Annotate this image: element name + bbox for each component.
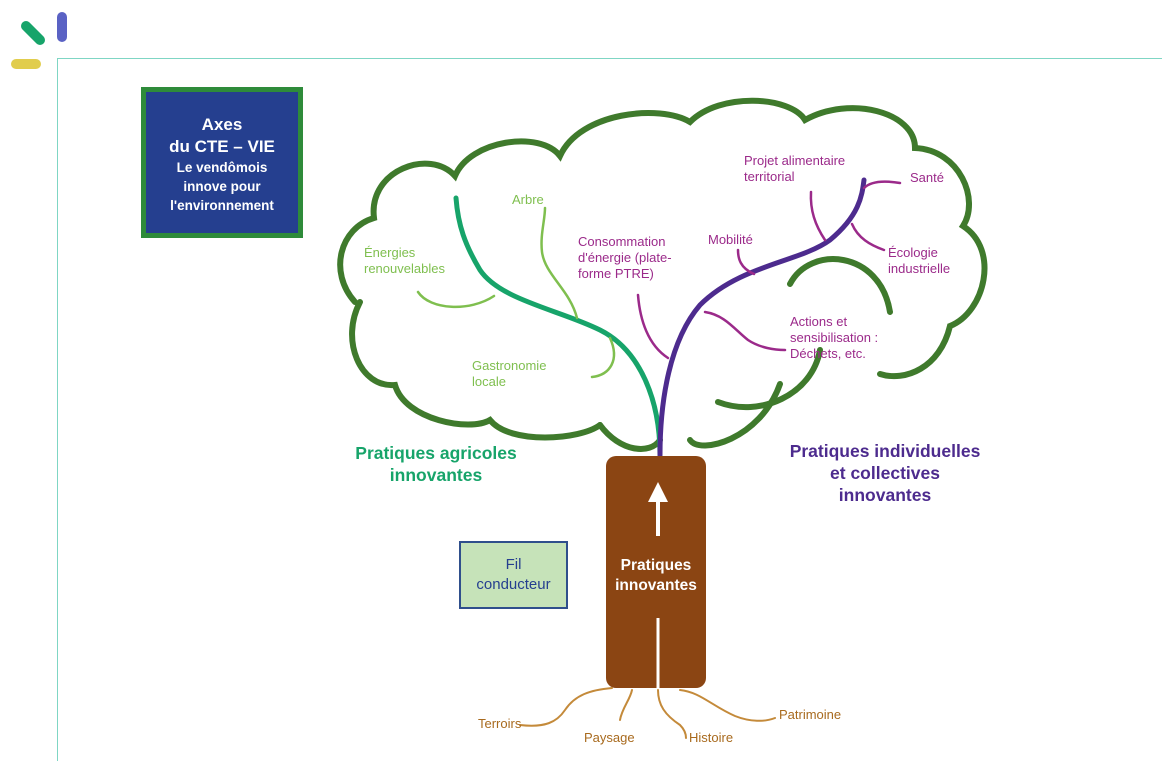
logo — [11, 12, 67, 69]
trunk-arrow-head — [648, 482, 668, 502]
label-sante: Santé — [910, 170, 944, 185]
label-energies-line-2: renouvelables — [364, 261, 445, 276]
label-ecologie: Écologie industrielle — [888, 245, 950, 277]
label-gastronomie-line-2: locale — [472, 374, 506, 389]
label-consommation: Consommation d'énergie (plate- forme PTR… — [578, 234, 672, 282]
subtitle-line-3: l'environnement — [170, 198, 274, 213]
roots — [519, 687, 776, 739]
label-actions: Actions et sensibilisation : Déchets, et… — [790, 314, 878, 362]
label-actions-line-2: sensibilisation : — [790, 330, 879, 345]
label-terroirs: Terroirs — [478, 716, 522, 731]
heading-pratiques-agricoles: Pratiques agricoles innovantes — [342, 442, 530, 486]
trunk-label-line-1: Pratiques — [620, 557, 692, 574]
tree-crown-outline — [337, 97, 988, 452]
label-projet-line-1: Projet alimentaire — [744, 153, 846, 168]
heading-individuelles-line-3: innovantes — [838, 485, 932, 505]
label-gastronomie: Gastronomie locale — [472, 358, 546, 390]
trunk-label: Pratiques innovantes — [606, 556, 706, 596]
heading-individuelles-line-2: et collectives — [830, 463, 940, 483]
label-energies: Énergies renouvelables — [364, 245, 445, 277]
label-histoire: Histoire — [689, 730, 734, 745]
label-arbre: Arbre — [512, 192, 544, 207]
trunk-label-line-2: innovantes — [615, 577, 697, 594]
subtitle-line-1: Le vendômois — [176, 160, 268, 175]
fil-conducteur-box: Fil conducteur — [459, 541, 568, 609]
frame-top-border — [58, 58, 1162, 59]
purple-twigs — [636, 180, 902, 360]
heading-agricoles-line-2: innovantes — [389, 465, 483, 485]
green-branch — [453, 195, 663, 458]
label-consommation-line-2: d'énergie (plate- — [578, 250, 672, 265]
label-paysage: Paysage — [584, 730, 635, 745]
title-box: Axes du CTE – VIE Le vendômois innove po… — [141, 87, 303, 238]
label-gastronomie-line-1: Gastronomie — [472, 358, 547, 373]
title-line-1: Axes — [201, 115, 243, 134]
heading-agricoles-line-1: Pratiques agricoles — [355, 443, 517, 463]
title-line-2: du CTE – VIE — [169, 137, 275, 156]
trunk — [606, 456, 706, 688]
heading-pratiques-individuelles: Pratiques individuelles et collectives i… — [770, 440, 1000, 506]
label-ecologie-line-1: Écologie — [888, 245, 938, 260]
label-patrimoine: Patrimoine — [779, 707, 842, 722]
label-ecologie-line-2: industrielle — [888, 261, 951, 276]
subtitle-line-2: innove pour — [183, 179, 261, 194]
heading-individuelles-line-1: Pratiques individuelles — [789, 441, 981, 461]
label-consommation-line-3: forme PTRE) — [578, 266, 654, 281]
label-projet: Projet alimentaire territorial — [744, 153, 845, 185]
label-mobilite: Mobilité — [708, 232, 753, 247]
label-actions-line-3: Déchets, etc. — [790, 346, 866, 361]
purple-branch — [657, 177, 867, 458]
label-actions-line-1: Actions et — [790, 314, 848, 329]
green-twigs — [416, 206, 616, 379]
label-projet-line-2: territorial — [744, 169, 795, 184]
fil-line-1: Fil — [505, 556, 522, 573]
fil-line-2: conducteur — [476, 576, 551, 593]
label-consommation-line-1: Consommation — [578, 234, 666, 249]
logo-green-stroke — [21, 21, 45, 45]
label-energies-line-1: Énergies — [364, 245, 416, 260]
frame-left-border — [57, 58, 58, 761]
